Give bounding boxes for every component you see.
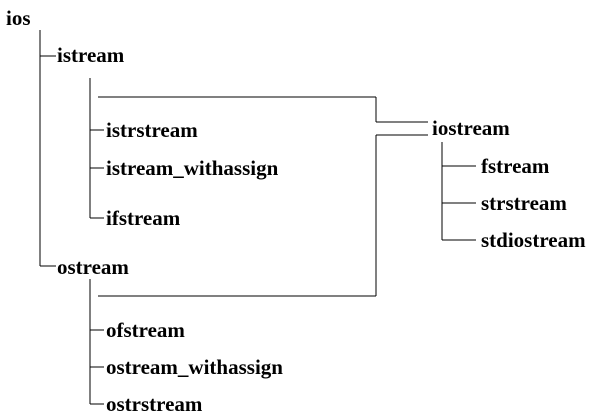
node-stdiostream: stdiostream <box>481 228 586 252</box>
node-ostream: ostream <box>57 255 129 279</box>
node-ostrstream: ostrstream <box>106 392 203 416</box>
node-ofstream: ofstream <box>106 318 185 342</box>
node-fstream: fstream <box>481 154 550 178</box>
node-ostream-withassign: ostream_withassign <box>106 355 283 379</box>
node-istrstream: istrstream <box>106 118 198 142</box>
node-strstream: strstream <box>481 191 567 215</box>
node-ios: ios <box>6 6 31 30</box>
node-istream: istream <box>57 43 125 67</box>
node-istream-withassign: istream_withassign <box>106 156 279 180</box>
node-iostream: iostream <box>432 116 510 140</box>
node-ifstream: ifstream <box>106 206 181 230</box>
